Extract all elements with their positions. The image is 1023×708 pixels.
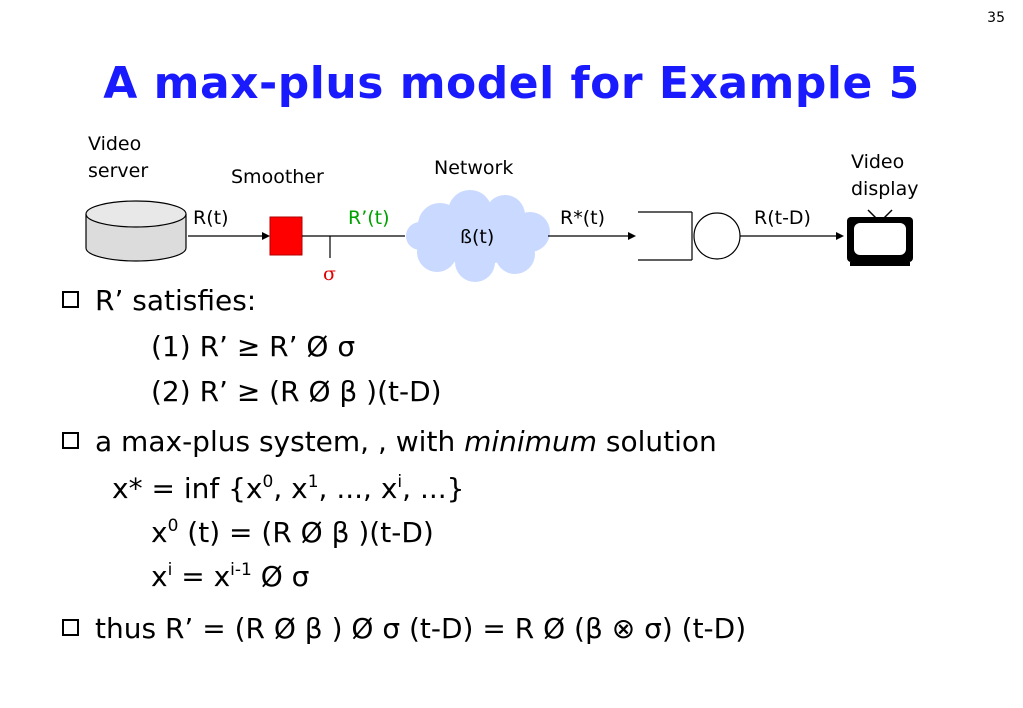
sigma-label: σ <box>323 263 336 285</box>
queue-buffer <box>638 211 693 261</box>
page-number: 35 <box>987 10 1005 26</box>
bullet-2-sub-2: xi = xi-1 Ø σ <box>151 559 310 593</box>
bullet-3: thus R’ = (R Ø β ) Ø σ (t-D) = R Ø (β ⊗ … <box>62 612 746 645</box>
network-cloud <box>406 190 550 282</box>
smoother-label: Smoother <box>231 166 324 188</box>
bullet-2: a max-plus system, , with minimum soluti… <box>62 425 717 458</box>
video-server-label-1: Video <box>88 133 142 155</box>
r-prime-label: R’(t) <box>348 207 390 229</box>
bullet-box-icon <box>62 291 79 308</box>
bullet-2-text-b: solution <box>596 425 717 458</box>
bullet-2-text-a: a max-plus system, , with <box>95 425 465 458</box>
bullet-box-icon <box>62 619 79 636</box>
bullet-2-sub-1: x0 (t) = (R Ø β )(t-D) <box>151 515 434 549</box>
bullet-2-text-em: minimum <box>464 425 597 458</box>
beta-label: ß(t) <box>460 226 495 248</box>
bullet-1-sub-1: (1) R’ ≥ R’ Ø σ <box>151 330 356 363</box>
video-display-label-1: Video <box>851 151 905 173</box>
video-server-icon <box>85 200 187 262</box>
bullet-1-text: R’ satisfies: <box>95 284 257 317</box>
r-star-label: R*(t) <box>560 207 605 229</box>
bullet-2-line-2: x* = inf {x0, x1, ..., xi, ...} <box>112 471 465 505</box>
bullet-1-sub-2: (2) R’ ≥ (R Ø β )(t-D) <box>151 375 442 408</box>
video-server-label-2: server <box>88 160 149 182</box>
network-label: Network <box>434 157 514 179</box>
r-delayed-label: R(t-D) <box>754 207 811 229</box>
bullet-box-icon <box>62 432 79 449</box>
bullet-3-text: thus R’ = (R Ø β ) Ø σ (t-D) = R Ø (β ⊗ … <box>95 612 747 645</box>
server-circle <box>693 212 741 260</box>
video-display-icon <box>847 209 913 266</box>
smoother-box <box>269 216 303 256</box>
slide-title: A max-plus model for Example 5 <box>103 58 920 109</box>
r-label: R(t) <box>193 207 229 229</box>
video-display-label-2: display <box>851 178 919 200</box>
bullet-1: R’ satisfies: <box>62 284 256 317</box>
